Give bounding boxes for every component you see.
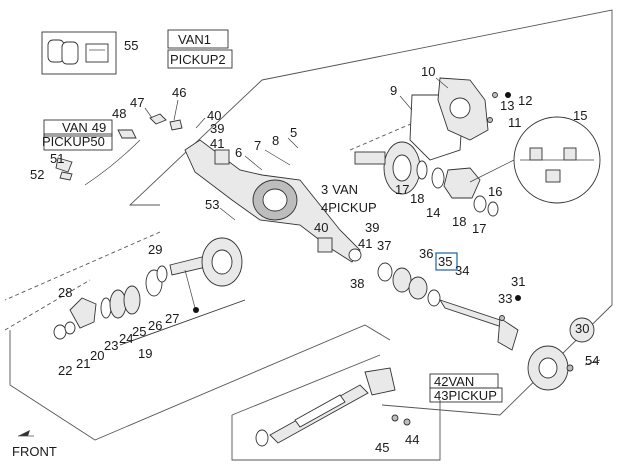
- callout-55: 55: [124, 38, 138, 53]
- callout-17b: 17: [472, 221, 486, 236]
- callout-19: 19: [138, 346, 152, 361]
- callout-37: 37: [377, 238, 391, 253]
- callout-15: 15: [573, 108, 587, 123]
- callout-52: 52: [30, 167, 44, 182]
- callout-16: 16: [488, 184, 502, 199]
- callout-21: 21: [76, 356, 90, 371]
- callout-44: 44: [405, 432, 419, 447]
- callout-31: 31: [511, 274, 525, 289]
- driveshaft-part: [255, 367, 411, 447]
- callout-47: 47: [130, 95, 144, 110]
- callout-17a: 17: [395, 182, 409, 197]
- callout-35: 35: [438, 254, 452, 269]
- callout-8: 8: [272, 133, 279, 148]
- callout-51: 51: [50, 151, 64, 166]
- callout-27: 27: [165, 311, 179, 326]
- variant-pickup-label-50: PICKUP50: [42, 134, 105, 149]
- callout-38: 38: [350, 276, 364, 291]
- callout-40b: 40: [314, 220, 328, 235]
- variant-pickup-label-4: 4PICKUP: [321, 200, 377, 215]
- variant-label-boxes: [43, 29, 503, 403]
- callout-33: 33: [498, 291, 512, 306]
- callout-41b: 41: [358, 236, 372, 251]
- callout-14: 14: [426, 205, 440, 220]
- pinion-bearing-stack: [53, 269, 246, 346]
- group-frames: [4, 9, 613, 461]
- callout-30: 30: [575, 321, 589, 336]
- differential-detail-circle: [469, 116, 601, 204]
- ring-gear-part: [354, 141, 499, 217]
- callout-5: 5: [290, 125, 297, 140]
- front-arrow-icon: [18, 430, 34, 437]
- callout-54: 54: [585, 353, 599, 368]
- callout-48: 48: [112, 106, 126, 121]
- variant-pickup-label-43: 43PICKUP: [434, 388, 497, 403]
- variant-pickup-label: PICKUP2: [170, 52, 226, 67]
- callout-39a: 39: [210, 121, 224, 136]
- breather-parts: [55, 113, 183, 186]
- front-label: FRONT: [12, 444, 57, 459]
- callout-28: 28: [58, 285, 72, 300]
- callout-34: 34: [455, 263, 469, 278]
- callout-11: 11: [508, 115, 522, 130]
- callout-25: 25: [132, 324, 146, 339]
- callout-18a: 18: [410, 191, 424, 206]
- differential-cover-part: [409, 77, 511, 161]
- callout-53: 53: [205, 197, 219, 212]
- half-shaft-part: [377, 262, 595, 391]
- callout-26: 26: [148, 318, 162, 333]
- callout-46: 46: [172, 85, 186, 100]
- callout-13: 13: [500, 98, 514, 113]
- variant-van-label-42: 42VAN: [434, 374, 474, 389]
- callout-36: 36: [419, 246, 433, 261]
- callout-45: 45: [375, 440, 389, 455]
- callout-39b: 39: [365, 220, 379, 235]
- gasket-kit-part: [41, 31, 117, 75]
- leader-lines: [144, 77, 601, 366]
- callout-20: 20: [90, 348, 104, 363]
- callout-29: 29: [148, 242, 162, 257]
- callout-22: 22: [58, 363, 72, 378]
- bevel-gear-part: [156, 237, 243, 313]
- callout-12: 12: [518, 93, 532, 108]
- callout-9: 9: [390, 83, 397, 98]
- callout-35-highlight: [435, 252, 458, 271]
- variant-van-label: VAN1: [178, 32, 211, 47]
- callout-24: 24: [119, 331, 133, 346]
- callout-18b: 18: [452, 214, 466, 229]
- callout-23: 23: [104, 338, 118, 353]
- callout-6: 6: [235, 145, 242, 160]
- axle-housing-part: [184, 139, 362, 263]
- callout-7: 7: [254, 138, 261, 153]
- callout-41a: 41: [210, 136, 224, 151]
- callout-10: 10: [421, 64, 435, 79]
- callout-40a: 40: [207, 108, 221, 123]
